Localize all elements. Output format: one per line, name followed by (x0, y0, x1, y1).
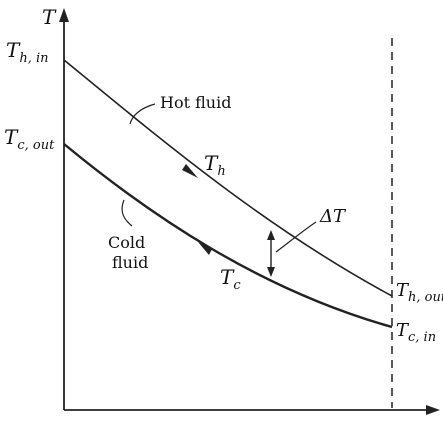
t-cold-symbol-main: T (220, 265, 235, 289)
x-axis-arrow-icon (426, 405, 440, 415)
t-hot-in-sub: h, in (19, 51, 48, 66)
y-axis-arrow-icon (59, 8, 69, 22)
t-cold-in-sub: c, in (408, 330, 436, 345)
hot-fluid-label: Hot fluid (160, 93, 231, 112)
delta-t-leader (275, 221, 317, 253)
t-cold-symbol: Tc (220, 265, 241, 293)
delta-t-arrow-bottom-icon (267, 267, 275, 277)
hot-fluid-leader (129, 103, 156, 125)
delta-t-label: ΔT (319, 206, 347, 227)
t-hot-symbol-sub: h (217, 164, 225, 179)
t-hot-out-sub: h, out (408, 290, 443, 305)
t-hot-symbol: Th (204, 151, 226, 179)
hot-flow-arrow-icon (182, 164, 198, 178)
cold-flow-arrow-icon (198, 242, 212, 255)
t-hot-out-main: T (396, 280, 410, 301)
t-cold-in-main: T (396, 320, 410, 341)
t-hot-in-label: Th, in (6, 38, 49, 66)
cold-fluid-label-line1: Cold (108, 233, 145, 252)
cold-fluid-leader (121, 199, 133, 227)
delta-t-arrow-top-icon (267, 230, 275, 240)
t-hot-symbol-main: T (204, 151, 219, 175)
t-cold-out-label: Tc, out (4, 125, 55, 153)
y-axis-label: T (42, 5, 57, 29)
t-hot-out-label: Th, out (396, 280, 443, 305)
t-cold-symbol-sub: c (233, 278, 241, 293)
t-cold-in-label: Tc, in (396, 320, 436, 345)
t-hot-in-main: T (6, 38, 21, 62)
t-cold-out-sub: c, out (17, 138, 55, 153)
hot-fluid-curve (63, 59, 393, 297)
cold-fluid-label-line2: fluid (112, 253, 148, 272)
cold-fluid-curve (63, 143, 393, 329)
t-cold-out-main: T (4, 125, 19, 149)
